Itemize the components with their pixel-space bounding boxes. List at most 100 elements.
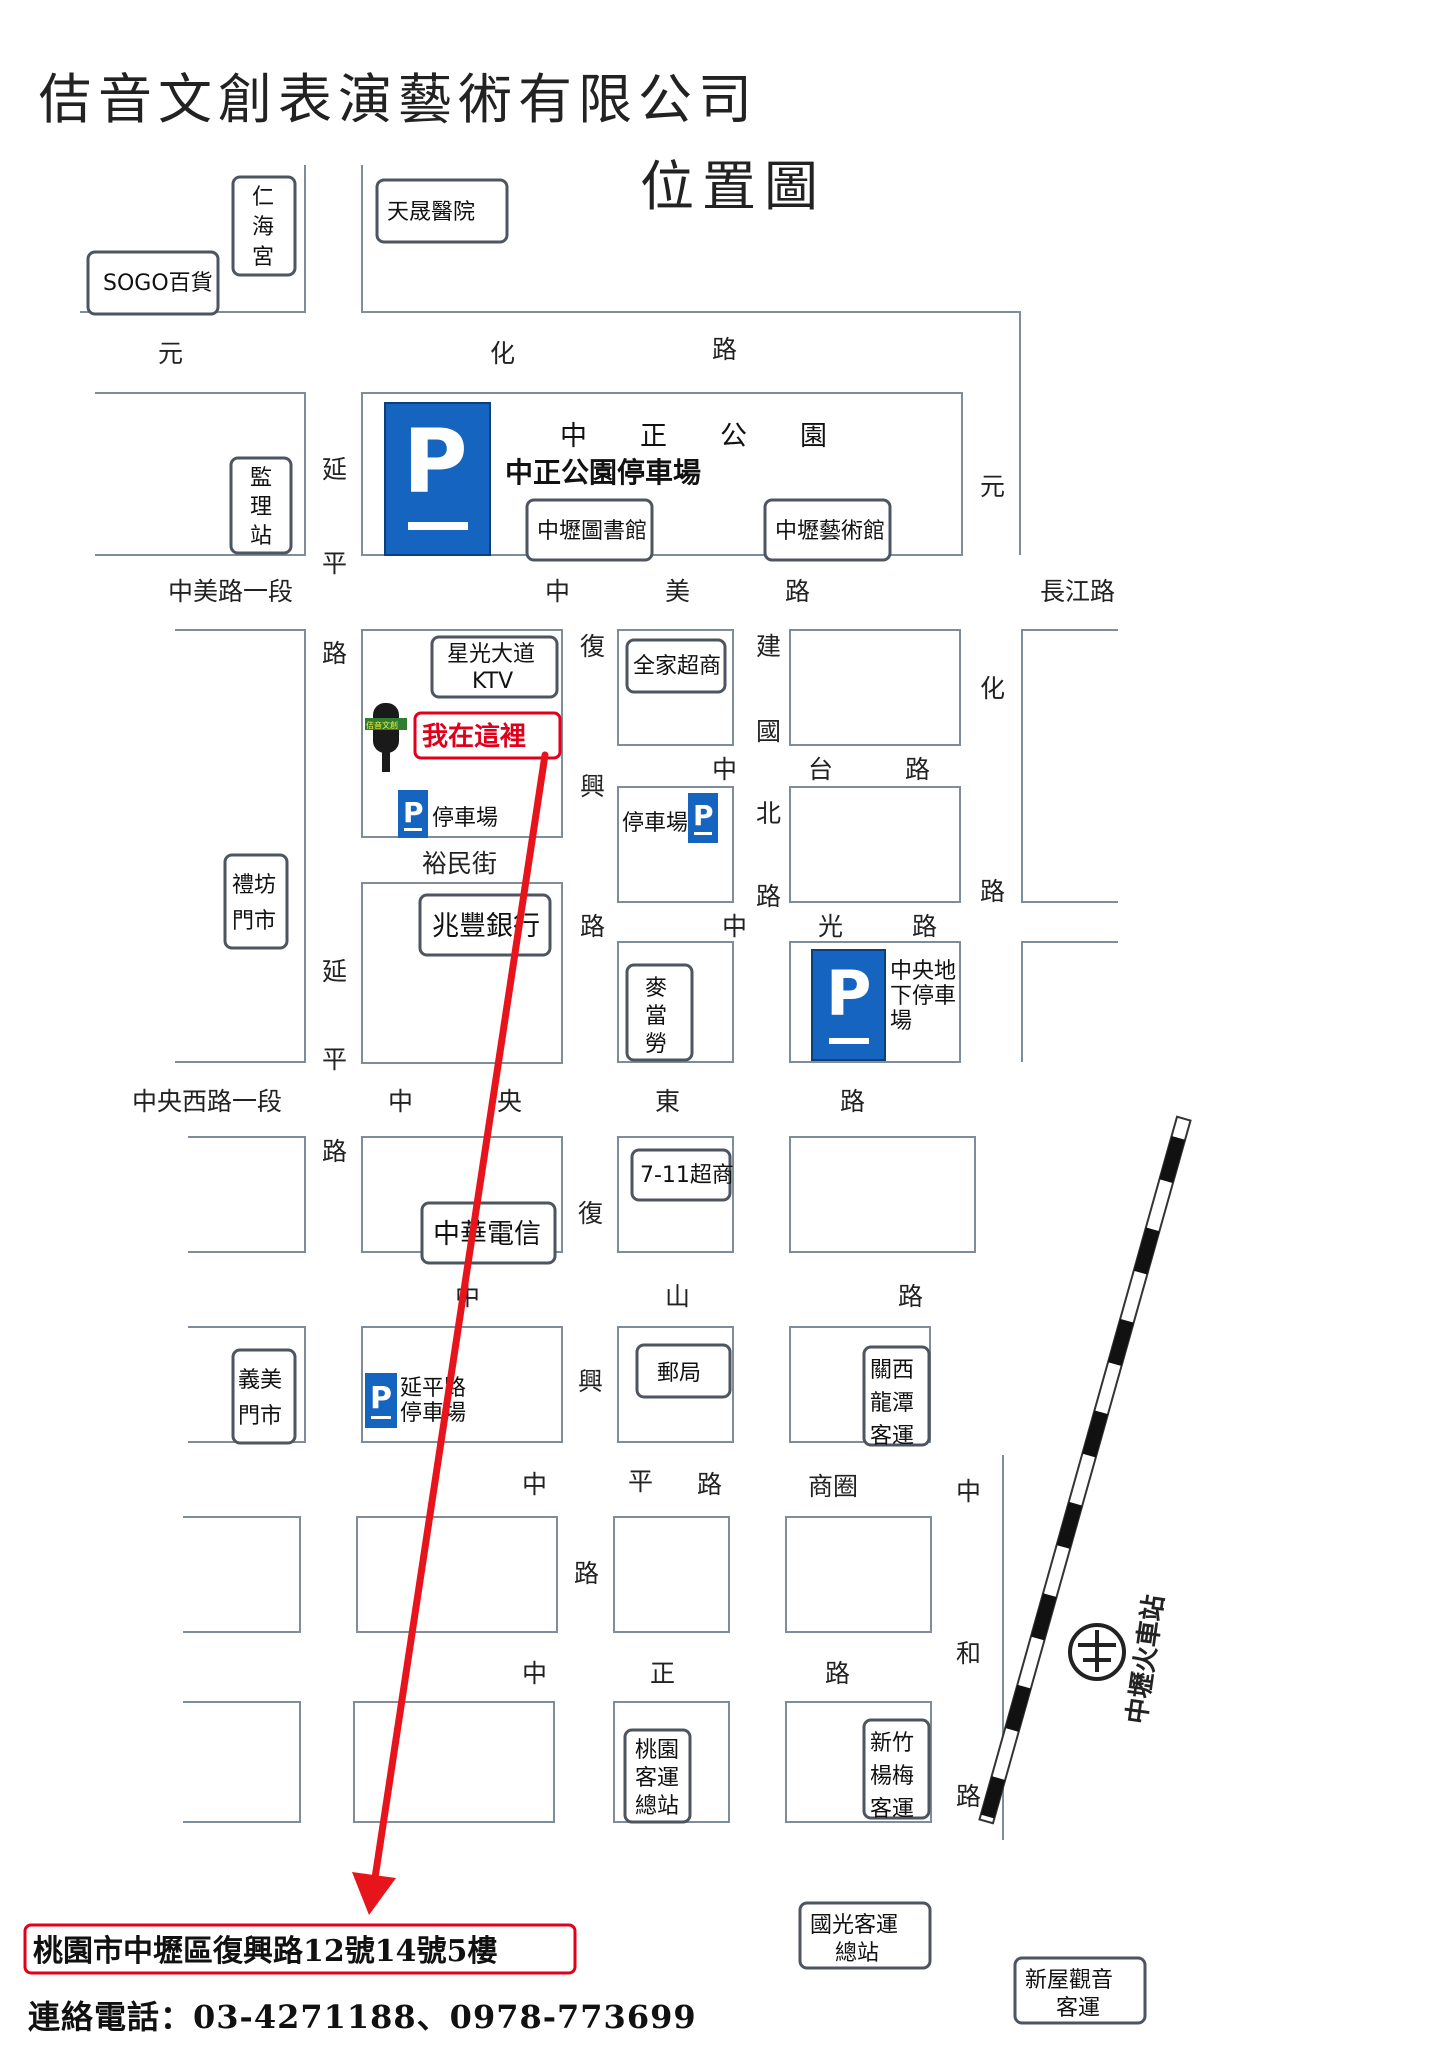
street-yanping-4: 延 [322,957,347,986]
address-box: 桃園市中壢區復興路12號14號5樓 [23,1923,577,1975]
xinwu-bus-label: 新屋觀音 客運 [1013,1956,1147,2025]
familymart-label: 全家超商 [625,638,727,694]
svg-text:SOGO百貨: SOGO百貨 [103,271,213,296]
svg-text:客運: 客運 [1056,1996,1100,2021]
hsinchu-bus-label: 新竹 楊梅 客運 [862,1718,931,1822]
street-yumin: 裕民街 [422,849,497,878]
street-yuanhua-2: 化 [490,339,515,368]
svg-text:當: 當 [645,1004,667,1029]
yanping-parking: P 延平路 停車場 [365,1373,466,1428]
block-post [617,1326,734,1443]
street-yanping-5: 平 [322,1045,347,1074]
svg-text:P: P [403,410,468,513]
svg-text:中: 中 [560,421,587,452]
street-yuanhua-v2: 化 [980,674,1005,703]
post-office-label: 郵局 [635,1343,732,1399]
street-zhongyang-4: 路 [840,1087,865,1116]
street-yanping-6: 路 [322,1137,347,1166]
sogo-label: SOGO百貨 [86,250,220,316]
svg-text:監: 監 [250,466,272,491]
svg-text:站: 站 [250,524,272,549]
block-top-center [361,165,1021,555]
marker-logo: 佶音文創 [365,703,407,772]
svg-text:P: P [693,799,714,832]
street-fuxing-4: 復 [578,1199,603,1228]
svg-text:場: 場 [890,1009,912,1034]
svg-text:仁: 仁 [252,185,274,210]
svg-text:理: 理 [250,495,272,520]
svg-text:桃園: 桃園 [635,1738,679,1763]
svg-text:P: P [403,796,424,829]
street-zhongshan-2: 山 [665,1282,690,1311]
street-changjiang: 長江路 [1040,577,1115,606]
svg-text:關西: 關西 [870,1358,914,1383]
guanxi-bus-label: 關西 龍潭 客運 [862,1345,931,1449]
street-shangquan: 商圈 [808,1472,858,1501]
block-far-right-1 [1021,629,1118,903]
street-zhongmei-1: 中 [545,577,570,606]
svg-text:正: 正 [640,421,667,452]
lifang-store-label: 禮坊 門市 [223,853,289,950]
block-left-3 [188,1136,306,1253]
svg-text:停車場: 停車場 [622,811,688,836]
mcdonalds-label: 麥 當 勞 [625,963,694,1062]
block-zhongtai-south [789,786,961,903]
block-jianguo-east [789,629,961,746]
street-zhongyang-1: 中 [388,1087,413,1116]
library-label: 中壢圖書館 [525,498,654,562]
block-far-right-2 [1021,941,1118,1062]
block-jianli [95,392,306,556]
svg-text:桃園市中壢區復興路12號14號5樓: 桃園市中壢區復興路12號14號5樓 [33,1934,497,1969]
street-fuxing-6: 路 [574,1559,599,1588]
contact-phone: 連絡電話：03-4271188、0978-773699 [28,1998,697,2036]
svg-text:總站: 總站 [835,1941,879,1966]
street-fuxing-3: 路 [580,912,605,941]
street-jianguo-2: 國 [756,717,781,746]
chunghwa-telecom-label: 中華電信 [420,1201,557,1265]
city-blocks [80,165,1118,1840]
street-zhongping-2: 平 [628,1467,653,1496]
street-fuxing-2: 興 [580,772,605,801]
svg-text:佶音文創: 佶音文創 [366,720,398,730]
railway-line [978,1115,1192,1825]
svg-text:新屋觀音: 新屋觀音 [1025,1968,1113,1993]
art-center-label: 中壢藝術館 [763,498,892,562]
landmarks: 仁 海 宮 SOGO百貨 天晟醫院 監 理 站 P 中 正 公 園 中正公園停車… [86,175,1147,2025]
train-station: 中壢火車站 [1068,1593,1170,1726]
block-hsinchu-bus [785,1701,932,1823]
block-left-mid [175,629,306,1063]
street-yanping-2: 平 [322,549,347,578]
street-yanping-1: 延 [322,455,347,484]
block-yanping-parking [361,1326,563,1443]
svg-text:客運: 客運 [870,1424,914,1449]
svg-text:P: P [370,1381,392,1416]
street-zhongtai-3: 路 [905,755,930,784]
svg-text:門市: 門市 [232,909,276,934]
street-zhongzheng-1: 中 [522,1659,547,1688]
svg-text:中壢火車站: 中壢火車站 [1122,1593,1170,1726]
svg-text:園: 園 [800,421,827,452]
block-zhongzheng-1 [353,1701,555,1823]
street-zhonghe-2: 和 [956,1639,981,1668]
street-yanping-3: 路 [322,639,347,668]
svg-text:KTV: KTV [472,669,513,694]
svg-text:客運: 客運 [870,1797,914,1822]
svg-text:海: 海 [252,215,274,240]
yimei-store-label: 義美 門市 [231,1348,297,1445]
svg-text:天晟醫院: 天晟醫院 [387,200,475,225]
svg-text:新竹: 新竹 [870,1731,914,1756]
street-zhongping-3: 路 [697,1470,722,1499]
street-yuanhua-1: 元 [158,339,183,368]
street-jianguo-4: 路 [756,882,781,911]
block-mcd [617,941,734,1063]
street-fuxing-5: 興 [578,1367,603,1396]
street-yuanhua-3: 路 [712,335,737,364]
block-zhongping-3 [785,1516,932,1633]
svg-text:中央地: 中央地 [890,959,956,984]
company-title: 佶音文創表演藝術有限公司 [38,68,758,131]
you-are-here-label: 我在這裡 [413,711,562,760]
zhongzheng-park-parking: P 中 正 公 園 中正公園停車場 [384,402,827,556]
street-fuxing-1: 復 [580,632,605,661]
street-zhonghe-3: 路 [956,1782,981,1811]
street-zhongping-1: 中 [522,1470,547,1499]
